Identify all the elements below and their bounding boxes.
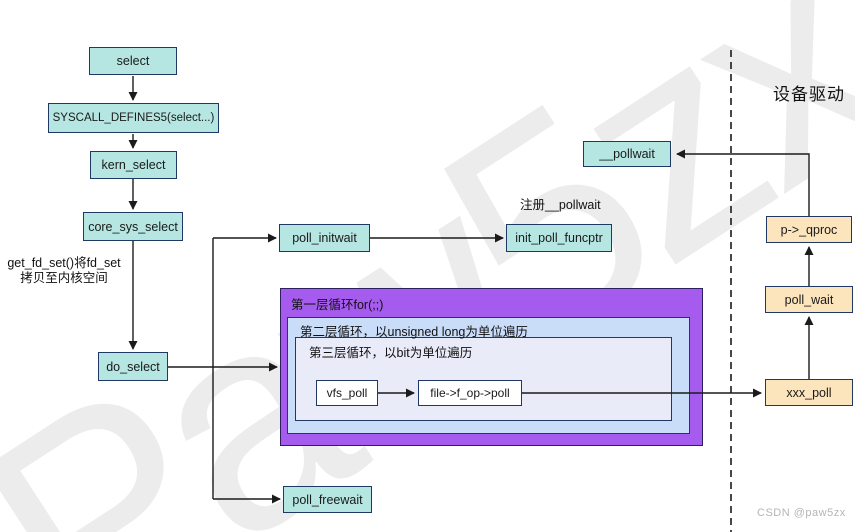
node-xxx-poll: xxx_poll — [765, 379, 853, 406]
region-title-device-driver: 设备驱动 — [773, 85, 845, 104]
loop-level2-label: 第二层循环，以unsigned long为单位遍历 — [300, 325, 528, 339]
loop-level3-container — [295, 337, 672, 421]
node-syscall-defines5: SYSCALL_DEFINES5(select...) — [48, 103, 219, 133]
loop-level3-label: 第三层循环，以bit为单位遍历 — [309, 346, 473, 360]
node-do-select: do_select — [98, 352, 168, 381]
credit-text: CSDN @paw5zx — [757, 507, 846, 519]
node-p-qproc: p->_qproc — [766, 216, 852, 243]
annotation-get-fd-set-line1: get_fd_set()将fd_set — [7, 256, 121, 270]
node-init-poll-funcptr: init_poll_funcptr — [506, 224, 612, 252]
node-pollwait: __pollwait — [583, 141, 671, 167]
node-kern-select: kern_select — [90, 151, 177, 179]
node-select: select — [89, 47, 177, 75]
annotation-get-fd-set-line2: 拷贝至内核空间 — [20, 271, 108, 285]
node-core-sys-select: core_sys_select — [83, 212, 183, 241]
node-poll-wait: poll_wait — [765, 286, 853, 313]
node-poll-freewait: poll_freewait — [283, 486, 372, 513]
node-file-f-op-poll: file->f_op->poll — [418, 380, 522, 406]
node-poll-initwait: poll_initwait — [279, 224, 370, 252]
annotation-get-fd-set: get_fd_set()将fd_set 拷贝至内核空间 — [5, 256, 123, 286]
node-vfs-poll: vfs_poll — [316, 380, 378, 406]
annotation-register-pollwait: 注册__pollwait — [520, 198, 601, 212]
loop-level1-label: 第一层循环for(;;) — [291, 298, 384, 312]
